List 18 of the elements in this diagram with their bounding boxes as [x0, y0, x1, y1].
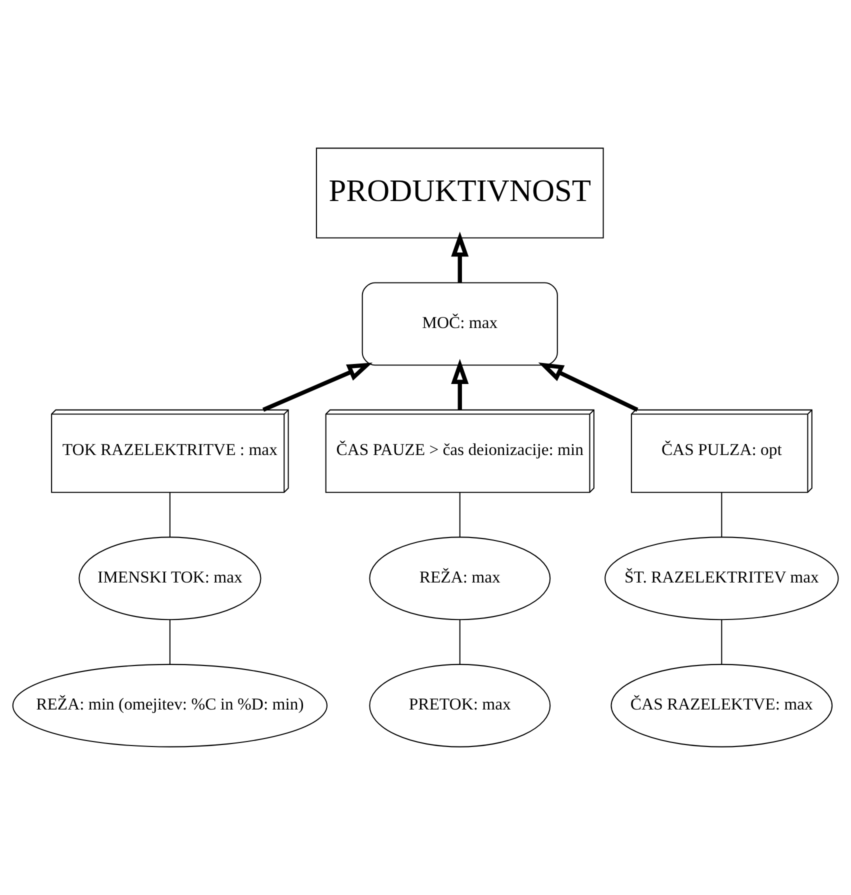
arrow [451, 358, 469, 410]
node-ellipse: IMENSKI TOK: max [78, 536, 262, 620]
connector [169, 620, 170, 664]
node-box: MOČ: max [362, 282, 558, 366]
connector [169, 492, 170, 538]
arrow [538, 362, 638, 412]
node-ellipse: ŠT. RAZELEKTRITEV max [604, 536, 839, 620]
connector [459, 620, 460, 664]
node-ellipse: REŽA: min (omejitev: %C in %D: min) [12, 664, 328, 748]
connector [721, 620, 722, 664]
arrow [262, 362, 372, 412]
node-ellipse: ČAS RAZELEKTVE: max [610, 664, 833, 748]
node-ellipse: REŽA: max [369, 536, 551, 620]
connector [721, 492, 722, 538]
connector [459, 492, 460, 538]
node-ellipse: PRETOK: max [369, 664, 551, 748]
node-box: PRODUKTIVNOST [316, 148, 604, 238]
arrow [451, 232, 469, 282]
